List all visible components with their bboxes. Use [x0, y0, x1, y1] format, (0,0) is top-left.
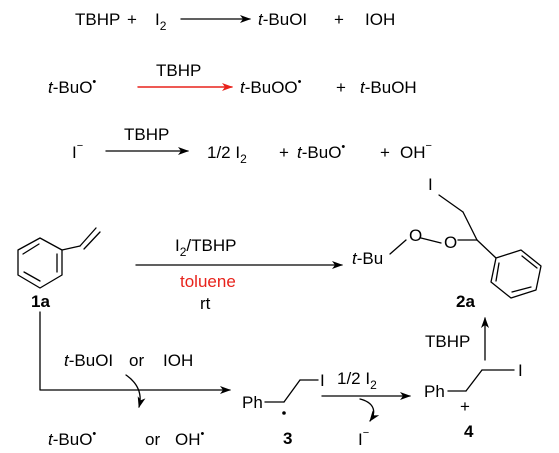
- product-2a: t-Bu O O I 2a: [352, 175, 542, 311]
- compound-label-1a: 1a: [31, 292, 50, 311]
- or-text: or: [129, 351, 144, 370]
- curved-release-arrow: [125, 374, 146, 408]
- mechanism: t-BuOI or IOH t-BuO• or OH• Ph I 3 1/2 I…: [39, 311, 523, 449]
- reaction-3: I− TBHP 1/2 I2 + t-BuO• + OH−: [72, 125, 432, 166]
- positive-charge: +: [460, 397, 470, 416]
- reagent-label: TBHP: [156, 61, 201, 80]
- half-iodine-oxidant: 1/2 I2: [337, 369, 377, 392]
- iodine-atom: I: [320, 371, 325, 390]
- iodine-atom: I: [428, 175, 433, 194]
- initiator-ioh: IOH: [163, 351, 193, 370]
- main-reaction: I2/TBHP toluene rt: [135, 236, 343, 313]
- plus-sign: +: [336, 78, 346, 97]
- radical-dot: [282, 411, 286, 415]
- compound-label-2a: 2a: [456, 292, 475, 311]
- iodine-reactant: I2: [155, 10, 167, 33]
- initiator-tbuoi: t-BuOI: [64, 351, 113, 370]
- reaction-2: t-BuO• TBHP t-BuOO• + t-BuOH: [48, 61, 417, 97]
- tert-butyl-group: t-Bu: [352, 249, 383, 268]
- tbuoi-product: t-BuOI: [258, 10, 307, 29]
- tbuoo-radical: t-BuOO•: [240, 76, 302, 97]
- phenyl-label: Ph: [424, 382, 445, 401]
- plus-sign: +: [127, 10, 137, 29]
- half-iodine-product: 1/2 I2: [207, 143, 247, 166]
- tbuoh-product: t-BuOH: [360, 78, 417, 97]
- tbuo-radical: t-BuO•: [48, 76, 96, 97]
- curved-release-arrow: [359, 398, 380, 422]
- oxygen-atom: O: [409, 226, 422, 245]
- tbhp-reactant: TBHP: [75, 10, 120, 29]
- plus-sign: +: [380, 143, 390, 162]
- compound-label-4: 4: [464, 422, 474, 441]
- ioh-product: IOH: [365, 10, 395, 29]
- released-hydroxyl-radical: OH•: [175, 428, 205, 449]
- plus-sign: +: [279, 143, 289, 162]
- reagent-label: TBHP: [124, 125, 169, 144]
- phenyl-label: Ph: [242, 393, 263, 412]
- or-text: or: [145, 430, 160, 449]
- compound-label-3: 3: [283, 429, 292, 448]
- tbhp-reagent: TBHP: [425, 332, 470, 351]
- reagent-i2-tbhp: I2/TBHP: [175, 236, 236, 259]
- mechanism-arrow: [39, 311, 231, 394]
- released-tbuo-radical: t-BuO•: [48, 428, 96, 449]
- oxygen-atom: O: [444, 233, 457, 252]
- hydroxide-product: OH−: [400, 140, 432, 162]
- solvent-toluene: toluene: [180, 272, 236, 291]
- tbuo-radical-product: t-BuO•: [297, 141, 345, 162]
- styrene-structure: [17, 227, 101, 289]
- plus-sign: +: [334, 10, 344, 29]
- iodide-released: I−: [358, 427, 369, 449]
- iodine-atom: I: [518, 361, 523, 380]
- temperature-rt: rt: [200, 294, 211, 313]
- iodide-reactant: I−: [72, 140, 83, 162]
- reaction-1: TBHP + I2 t-BuOI + IOH: [75, 10, 395, 33]
